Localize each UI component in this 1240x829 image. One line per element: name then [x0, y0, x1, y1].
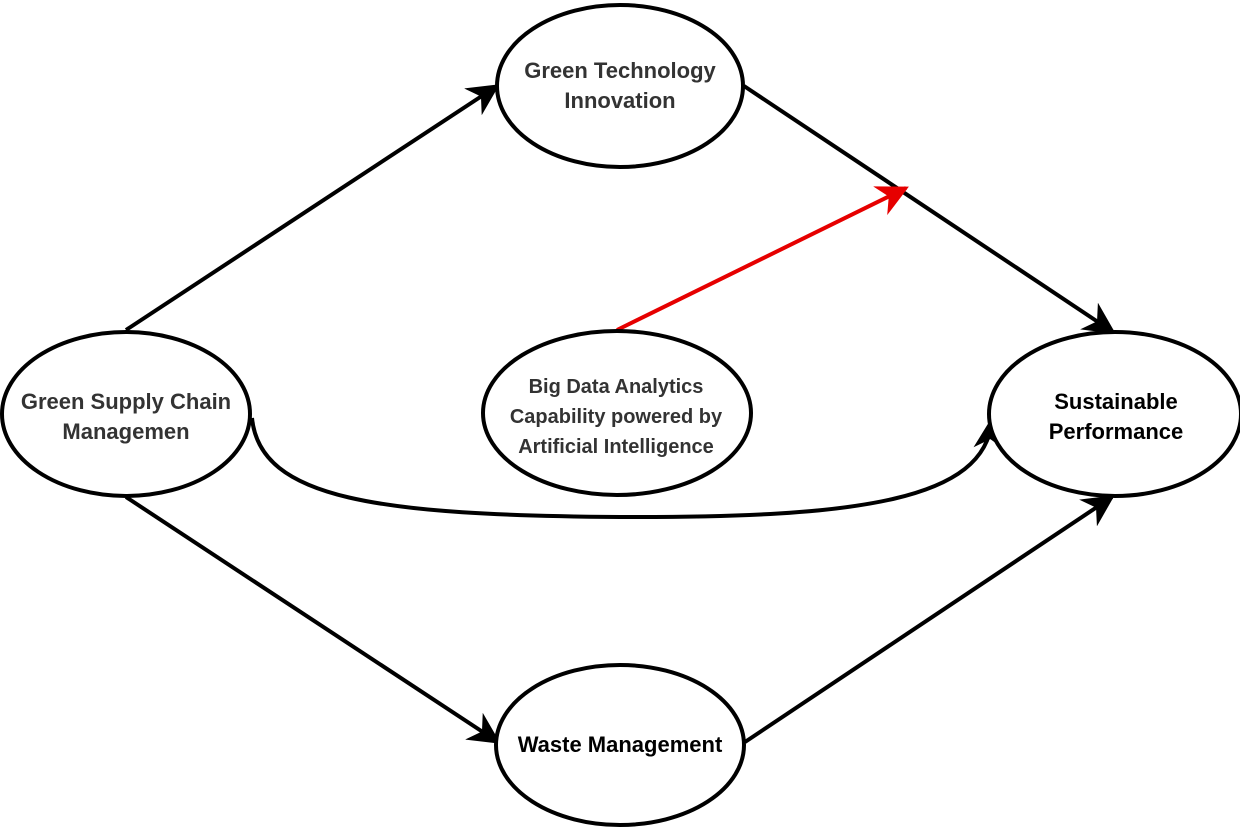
edge-gscm-to-gti: [124, 84, 500, 332]
node-waste-management-line-1: Waste Management: [517, 732, 723, 757]
node-big-data-line-3: Artificial Intelligence: [518, 436, 714, 458]
node-sustainable-performance-ellipse: [987, 330, 1240, 498]
edge-gscm-to-sp: [250, 416, 1006, 520]
node-green-supply-chain-label: Green Supply Chain Managemen: [0, 370, 252, 464]
node-big-data-line-2: Capability powered by: [509, 406, 723, 428]
edge-wm-to-sp: [743, 495, 1115, 744]
node-waste-management-ellipse: [494, 663, 746, 827]
edges: [124, 84, 1116, 744]
node-big-data-label: Big Data Analytics Capability powered by…: [482, 362, 750, 472]
node-green-technology-line-1: Green Technology: [524, 57, 716, 83]
edge-bda-moderation: [616, 186, 909, 332]
node-big-data-ellipse: [481, 329, 753, 497]
node-sustainable-performance-line-2: Performance: [1048, 419, 1184, 444]
node-green-supply-chain-line-2: Managemen: [62, 419, 190, 444]
edge-gti-to-sp: [742, 84, 1116, 334]
node-green-technology-line-2: Innovation: [564, 87, 676, 113]
node-sustainable-performance-label: Sustainable Performance: [988, 370, 1240, 464]
node-waste-management-label: Waste Management: [497, 705, 743, 785]
node-sustainable-performance-line-1: Sustainable: [1054, 389, 1178, 414]
node-green-supply-chain-line-1: Green Supply Chain: [20, 389, 232, 414]
nodes: [0, 3, 1240, 827]
node-big-data-line-1: Big Data Analytics: [528, 376, 704, 398]
node-green-technology-ellipse: [495, 3, 745, 169]
node-green-technology-label: Green Technology Innovation: [500, 48, 740, 123]
edge-gscm-to-wm: [124, 495, 501, 744]
node-green-supply-chain-ellipse: [0, 330, 252, 498]
